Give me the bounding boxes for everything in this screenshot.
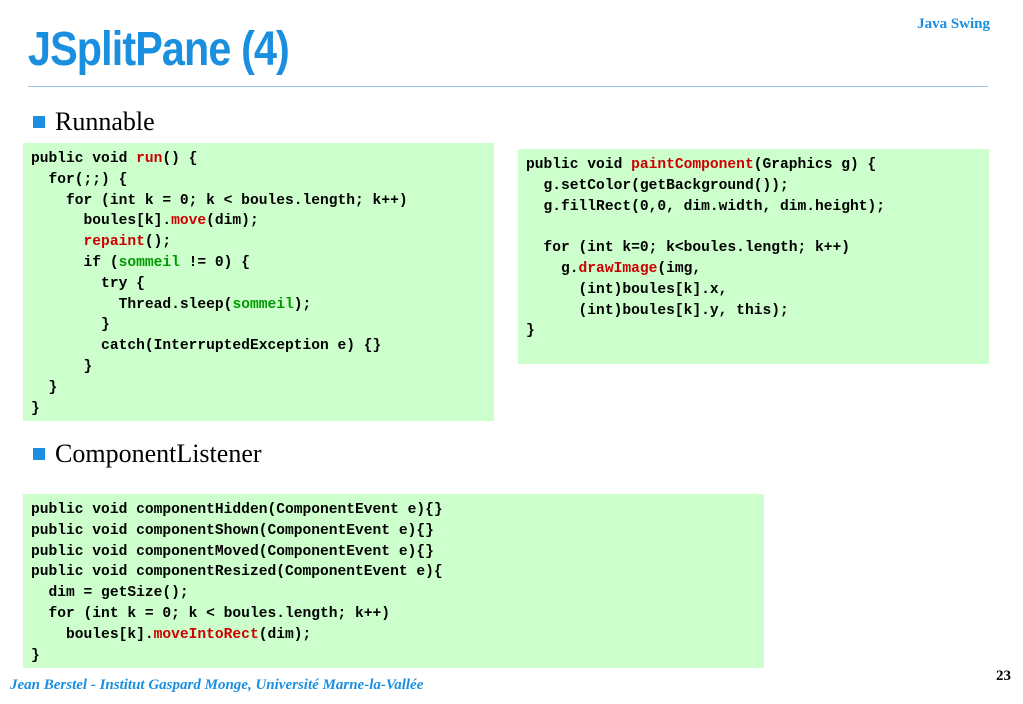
code-line: for (int k = 0; k < boules.length; k++) [31,191,486,212]
code-text: public void [31,151,137,167]
code-text: () { [162,151,198,167]
code-line: (int)boules[k].x, [526,280,981,301]
section-label: ComponentListener [55,439,262,468]
code-text: } [31,317,110,334]
code-text: } [526,323,535,340]
code-text: for (int k = 0; k < boules.length; k++) [31,605,391,622]
code-text: for(;;) { [31,171,128,188]
code-text: } [31,647,40,664]
code-text: (int)boules[k].y, this); [526,302,789,319]
code-line: for (int k = 0; k < boules.length; k++) [31,604,756,625]
code-highlight: move [171,213,207,230]
code-line: } [31,378,486,399]
code-text: (dim); [206,213,259,230]
code-text: } [31,379,58,396]
code-line: g.fillRect(0,0, dim.width, dim.height); [526,197,981,218]
code-text: catch(InterruptedException e) {} [31,338,382,355]
code-text: } [31,400,40,417]
code-line: } [31,646,756,667]
code-line: try { [31,274,486,295]
code-text: public void componentResized(ComponentEv… [31,564,443,581]
code-text: public void componentHidden(ComponentEve… [31,502,443,518]
code-text [31,234,84,250]
code-text: (int)boules[k].x, [526,281,728,298]
code-line [526,217,981,238]
title-divider [28,86,988,87]
code-line: catch(InterruptedException e) {} [31,336,486,357]
code-text: != 0) { [179,254,250,271]
code-line: g.setColor(getBackground()); [526,176,981,197]
code-text: (img, [657,260,702,277]
code-line: g.drawImage(img, [526,259,981,280]
code-text: boules[k]. [31,626,154,643]
code-line: dim = getSize(); [31,583,756,604]
code-text: boules[k]. [31,213,172,230]
code-text: (dim); [258,626,312,643]
footer-author: Jean Berstel - Institut Gaspard Monge, U… [10,677,424,693]
code-text: (); [144,234,172,251]
code-line: (int)boules[k].y, this); [526,301,981,322]
code-line: boules[k].move(dim); [31,211,486,232]
code-line: repaint(); [31,232,486,253]
code-line: Thread.sleep(sommeil); [31,295,486,316]
code-text: public void [526,157,632,173]
code-line: public void componentResized(ComponentEv… [31,562,756,583]
section-label: Runnable [55,107,155,136]
code-line: } [31,399,486,420]
page-number: 23 [996,668,1011,684]
page-title: JSplitPane (4) [28,23,290,76]
code-highlight: moveIntoRect [153,626,259,643]
code-text: ); [293,296,312,313]
code-highlight: paintComponent [631,157,754,173]
code-text: for (int k = 0; k < boules.length; k++) [31,192,408,209]
code-text: g.setColor(getBackground()); [526,177,789,194]
paint-component-code-block: public void paintComponent(Graphics g) {… [518,149,989,364]
code-text: try { [31,275,145,292]
code-text: if ( [31,254,119,271]
code-line: public void componentShown(ComponentEven… [31,521,756,542]
code-text: public void componentMoved(ComponentEven… [31,543,434,560]
runnable-code-block: public void run() { for(;;) { for (int k… [23,143,494,421]
code-highlight: run [136,151,163,167]
code-line: boules[k].moveIntoRect(dim); [31,625,756,646]
code-text: Thread.sleep( [31,296,233,313]
code-line: for(;;) { [31,170,486,191]
code-line: } [526,321,981,342]
code-text: dim = getSize(); [31,585,189,602]
header-tag: Java Swing [917,16,990,32]
code-line: for (int k=0; k<boules.length; k++) [526,238,981,259]
code-line: public void paintComponent(Graphics g) { [526,155,981,176]
code-text: g.fillRect(0,0, dim.width, dim.height); [526,198,886,215]
code-text: public void componentShown(ComponentEven… [31,522,434,539]
section-component-listener: ComponentListener [33,439,262,469]
code-text: for (int k=0; k<boules.length; k++) [526,240,851,257]
code-highlight: repaint [83,234,145,251]
code-line: public void run() { [31,149,486,170]
code-text: g. [526,260,579,277]
code-text: (Graphics g) { [753,157,877,173]
code-line: public void componentHidden(ComponentEve… [31,500,756,521]
code-line: if (sommeil != 0) { [31,253,486,274]
code-line: } [31,315,486,336]
code-line: } [31,357,486,378]
code-highlight: sommeil [118,254,180,271]
code-text: } [31,358,93,375]
section-runnable: Runnable [33,107,155,137]
code-line: public void componentMoved(ComponentEven… [31,542,756,563]
code-highlight: drawImage [578,260,658,277]
square-bullet-icon [33,448,45,460]
component-listener-code-block: public void componentHidden(ComponentEve… [23,494,764,668]
square-bullet-icon [33,116,45,128]
code-highlight: sommeil [232,296,294,313]
